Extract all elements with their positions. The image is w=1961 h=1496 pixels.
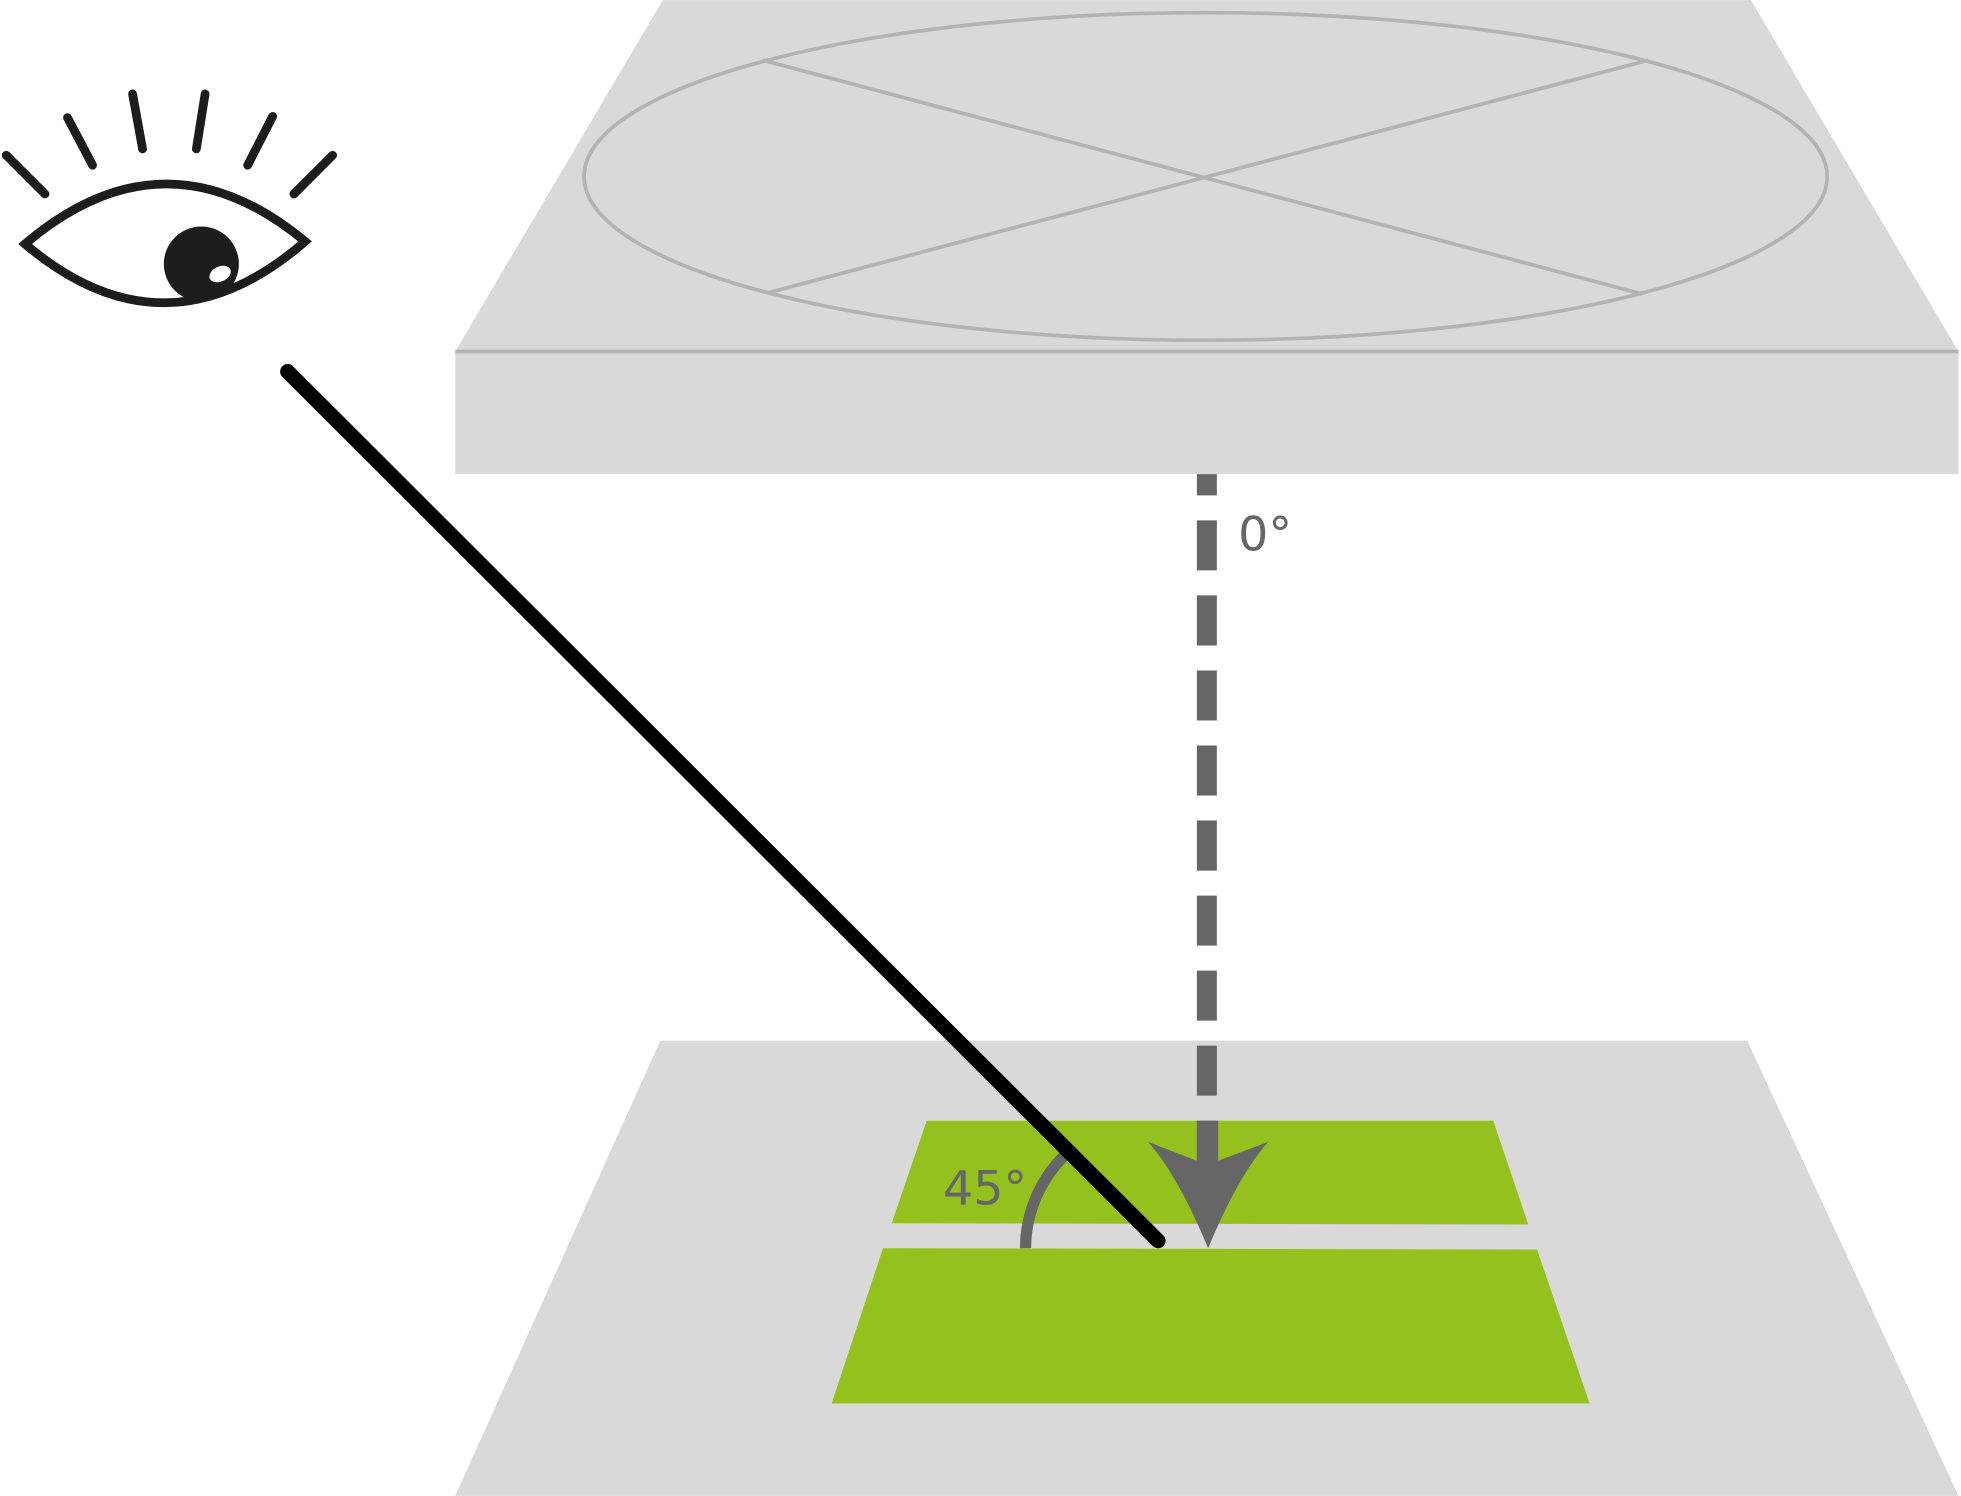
angle-arc: [1019, 1151, 1069, 1249]
sample-strip-lower: [831, 1248, 1590, 1404]
angle-label-0: 0°: [1238, 507, 1292, 562]
eye-icon: [1, 89, 338, 308]
angle-label-45: 45°: [943, 1161, 1027, 1216]
arrow-down-icon: [1148, 1120, 1269, 1249]
top-panel: [455, 0, 1959, 475]
cross-line: [767, 58, 1649, 295]
oblique-view-line: [280, 364, 1166, 1249]
aperture-ellipse: [582, 10, 1830, 343]
